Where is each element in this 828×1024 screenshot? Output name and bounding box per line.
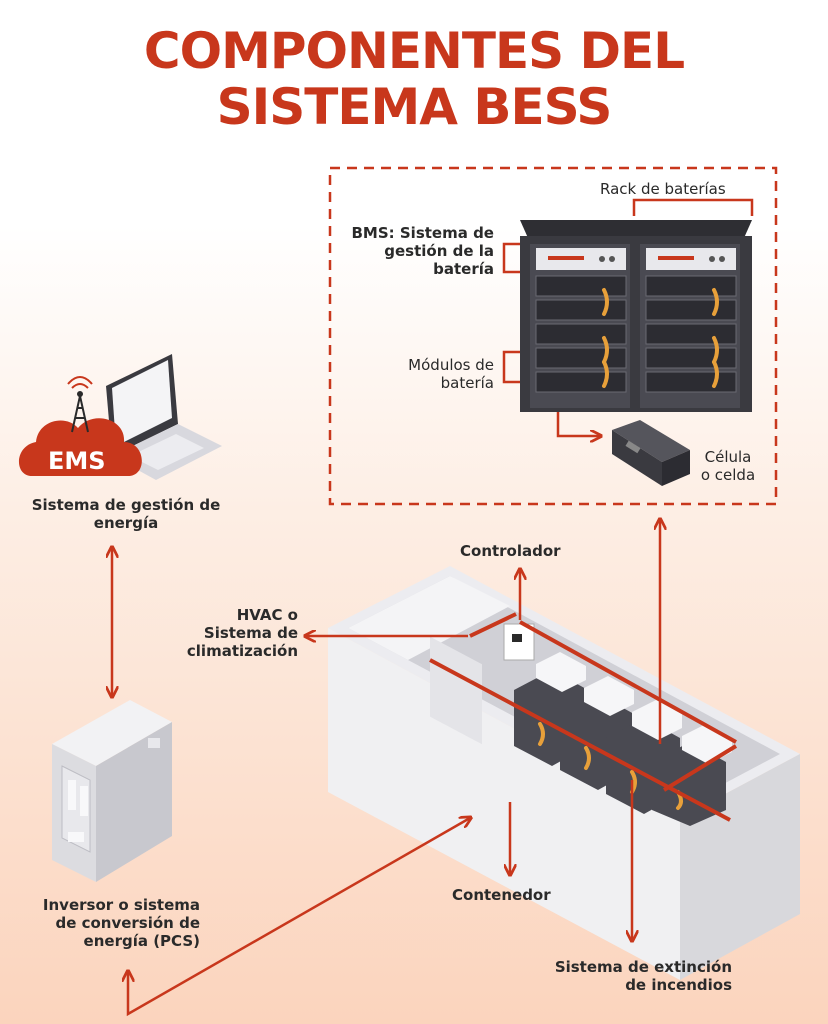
modules-line1: Módulos de	[408, 356, 494, 374]
inverter-line3: energía (PCS)	[83, 932, 200, 950]
bms-label: BMS: Sistema de gestión de la batería	[330, 224, 495, 278]
inverter-line2: de conversión de	[55, 914, 200, 932]
bms-line2: gestión de la	[384, 242, 494, 260]
fire-line2: de incendios	[625, 976, 732, 994]
cell-line1: Célula	[704, 448, 752, 466]
page-title-line2: SISTEMA BESS	[216, 78, 613, 136]
battery-cell-icon	[612, 420, 690, 486]
fire-line1: Sistema de extinción	[554, 958, 732, 976]
controller-label: Controlador	[460, 542, 561, 560]
page-title-line1: COMPONENTES DEL	[143, 22, 685, 80]
ems-line1: Sistema de gestión de	[31, 496, 221, 514]
hvac-line1: HVAC o	[236, 606, 298, 624]
container-label: Contenedor	[452, 886, 551, 904]
fire-suppression-piping	[429, 612, 738, 822]
modules-line2: batería	[440, 374, 494, 392]
connector-arrows	[112, 520, 660, 1017]
hvac-label: HVAC o Sistema de climatización	[150, 606, 298, 660]
ems-badge: EMS	[48, 447, 106, 475]
ems-label: Sistema de gestión de energía	[6, 496, 246, 532]
ems-cloud-icon	[18, 376, 142, 476]
laptop-icon	[106, 354, 222, 480]
hvac-line3: climatización	[186, 642, 298, 660]
bms-line1: BMS: Sistema de	[351, 224, 495, 242]
cell-line2: o celda	[700, 466, 756, 484]
rack-brackets	[502, 198, 754, 436]
battery-rack-icon	[520, 220, 752, 412]
modules-label: Módulos de batería	[380, 356, 494, 392]
cell-label: Célula o celda	[690, 448, 766, 484]
ems-line2: energía	[93, 514, 159, 532]
inverter-cabinet-icon	[52, 700, 172, 882]
bms-line3: batería	[433, 260, 494, 278]
rack-label: Rack de baterías	[600, 180, 726, 198]
hvac-line2: Sistema de	[203, 624, 298, 642]
rack-dashed-frame	[328, 166, 778, 506]
container-icon	[328, 566, 800, 980]
inverter-label: Inversor o sistema de conversión de ener…	[10, 896, 200, 950]
fire-suppression-label: Sistema de extinción de incendios	[520, 958, 732, 994]
inverter-line1: Inversor o sistema	[42, 896, 200, 914]
